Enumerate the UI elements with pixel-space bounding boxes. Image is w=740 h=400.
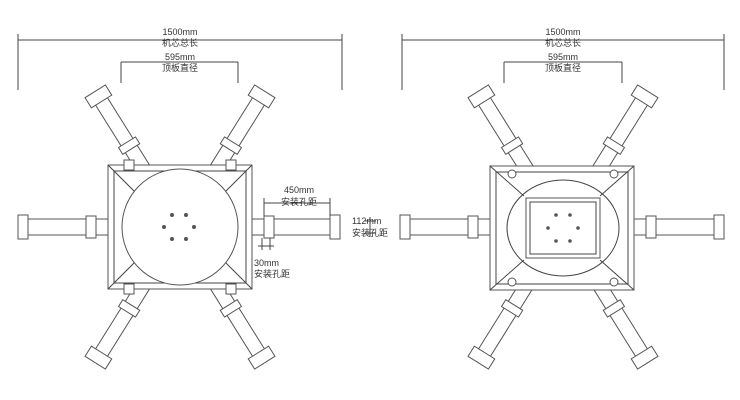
left-hole-spacing-450-value: 450mm bbox=[284, 185, 314, 195]
right-drawing: 1500mm 机芯总长 595mm 顶板直径 bbox=[399, 27, 725, 370]
middle-hole-spacing-112-value: 112mm bbox=[352, 216, 381, 226]
left-drawing: 1500mm 机芯总长 595mm 顶板直径 bbox=[17, 27, 343, 370]
right-overall-length-value: 1500mm bbox=[545, 27, 580, 37]
left-top-plate bbox=[121, 168, 239, 286]
left-overall-length-value: 1500mm bbox=[162, 27, 197, 37]
left-overall-length-label: 机芯总长 bbox=[162, 37, 198, 48]
middle-hole-spacing-112-label: 安装孔距 bbox=[352, 227, 388, 238]
right-mounting-holes bbox=[546, 213, 580, 243]
middle-hole-spacing-112-dimension: 112mm 安装孔距 bbox=[352, 216, 388, 238]
right-overall-length-label: 机芯总长 bbox=[545, 37, 581, 48]
left-arm-end-plate-east bbox=[329, 214, 341, 240]
left-top-plate-value: 595mm bbox=[165, 52, 195, 62]
right-overall-length-dimension: 1500mm 机芯总长 bbox=[401, 27, 725, 90]
left-hole-spacing-30-dimension: 30mm 安装孔距 bbox=[254, 238, 290, 279]
left-mounting-holes bbox=[162, 213, 196, 241]
left-hole-spacing-30-label: 安装孔距 bbox=[254, 268, 290, 279]
right-top-plate bbox=[525, 197, 601, 259]
left-hole-spacing-30-value: 30mm bbox=[254, 258, 279, 268]
left-top-plate-dimension: 595mm 顶板直径 bbox=[120, 52, 239, 83]
left-arm-end-plate-west bbox=[17, 214, 29, 240]
left-top-plate-label: 顶板直径 bbox=[162, 62, 198, 73]
right-top-plate-dimension: 595mm 顶板直径 bbox=[503, 52, 623, 83]
left-hole-spacing-450-label: 安装孔距 bbox=[281, 196, 317, 207]
right-top-plate-value: 595mm bbox=[548, 52, 578, 62]
left-hole-spacing-450-dimension: 450mm 安装孔距 bbox=[263, 185, 331, 216]
right-top-plate-label: 顶板直径 bbox=[545, 62, 581, 73]
left-overall-length-dimension: 1500mm 机芯总长 bbox=[17, 27, 343, 90]
